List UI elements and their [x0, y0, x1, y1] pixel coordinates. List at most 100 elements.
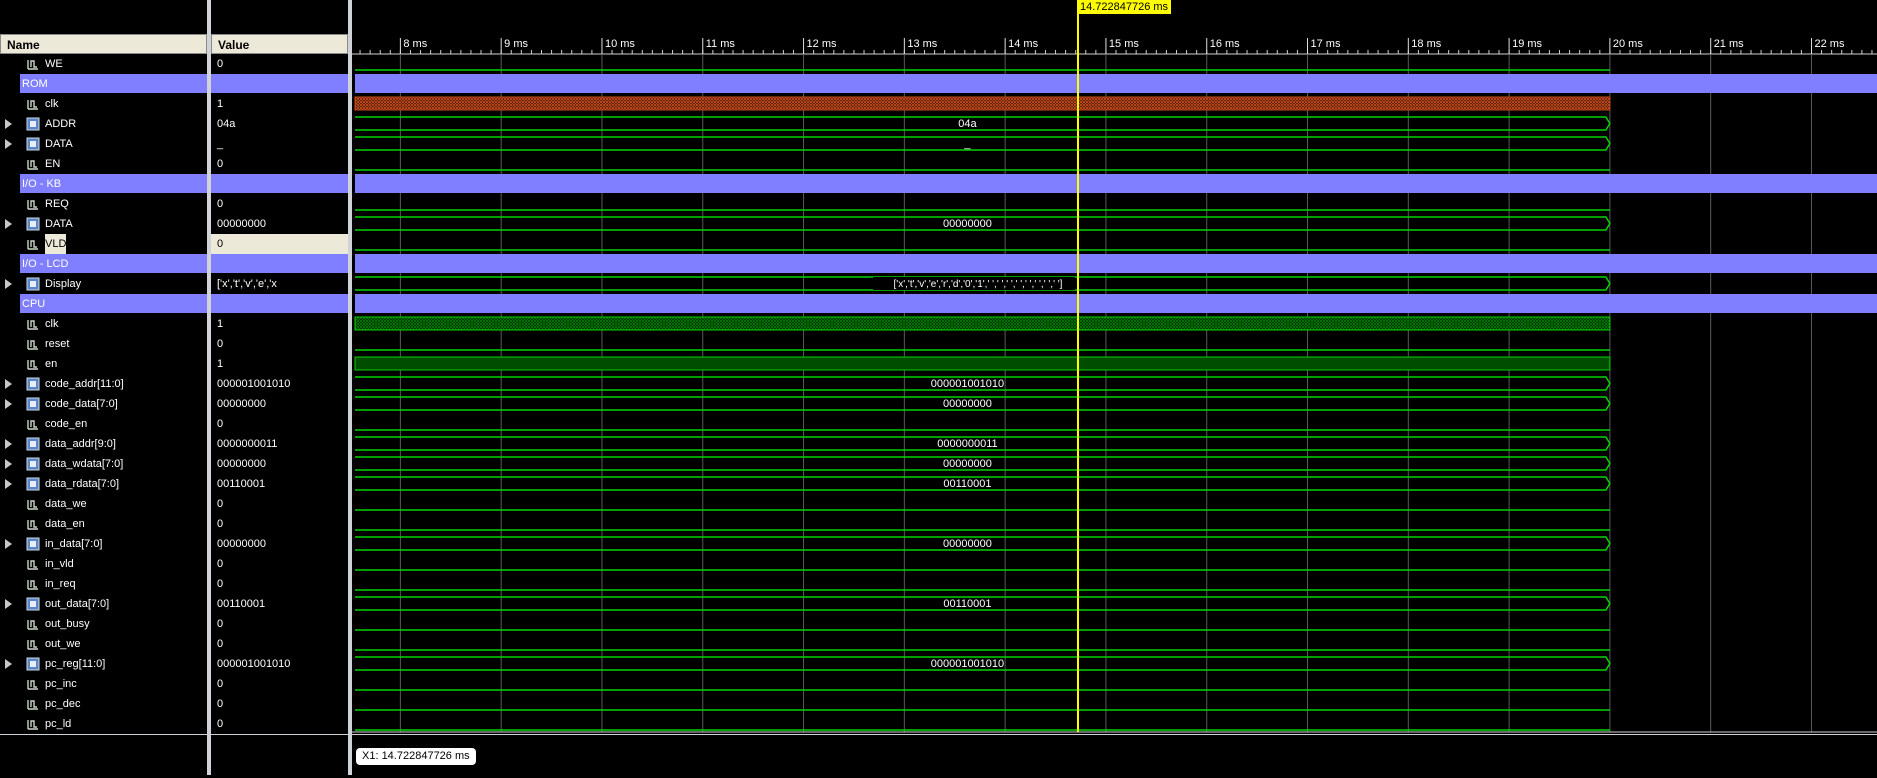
expand-arrow-icon[interactable]: [5, 379, 12, 389]
signal-row[interactable]: WE: [0, 54, 207, 74]
signal-row[interactable]: reset: [0, 334, 207, 354]
group-band: [211, 174, 348, 193]
signal-row[interactable]: in_req: [0, 574, 207, 594]
expand-arrow-icon[interactable]: [5, 119, 12, 129]
value-row[interactable]: 000001001010: [211, 374, 348, 394]
signal-row[interactable]: code_addr[11:0]: [0, 374, 207, 394]
signal-row[interactable]: in_data[7:0]: [0, 534, 207, 554]
value-row[interactable]: 0: [211, 494, 348, 514]
value-row[interactable]: 0: [211, 574, 348, 594]
value-row[interactable]: 1: [211, 94, 348, 114]
signal-value: 000001001010: [217, 658, 291, 670]
value-row[interactable]: 000001001010: [211, 654, 348, 674]
value-row[interactable]: 0: [211, 194, 348, 214]
expand-arrow-icon[interactable]: [5, 139, 12, 149]
signal-row[interactable]: out_data[7:0]: [0, 594, 207, 614]
signal-row[interactable]: data_en: [0, 514, 207, 534]
signal-row[interactable]: code_en: [0, 414, 207, 434]
value-row[interactable]: 0: [211, 514, 348, 534]
value-row[interactable]: [211, 294, 348, 314]
pane-splitter-right[interactable]: [348, 0, 352, 775]
expand-arrow-icon[interactable]: [5, 399, 12, 409]
name-column-header[interactable]: Name: [0, 34, 207, 54]
expand-arrow-icon[interactable]: [5, 479, 12, 489]
value-row[interactable]: ['x','t','v','e','x: [211, 274, 348, 294]
signal-row[interactable]: pc_reg[11:0]: [0, 654, 207, 674]
signal-group-row[interactable]: CPU: [0, 294, 207, 314]
signal-row[interactable]: code_data[7:0]: [0, 394, 207, 414]
value-row[interactable]: 0: [211, 614, 348, 634]
value-row[interactable]: 04a: [211, 114, 348, 134]
value-row[interactable]: 00000000: [211, 454, 348, 474]
expand-arrow-icon[interactable]: [5, 279, 12, 289]
value-row[interactable]: 00000000: [211, 534, 348, 554]
signal-row[interactable]: out_we: [0, 634, 207, 654]
cursor-time-flag[interactable]: 14.722847726 ms: [1076, 0, 1172, 14]
expand-arrow-icon[interactable]: [5, 219, 12, 229]
signal-name: pc_inc: [45, 678, 77, 690]
signal-group-row[interactable]: I/O - KB: [0, 174, 207, 194]
group-band-trace: [355, 174, 1877, 193]
expand-arrow-icon[interactable]: [5, 539, 12, 549]
value-row[interactable]: 0: [211, 694, 348, 714]
value-row[interactable]: [211, 74, 348, 94]
value-row[interactable]: 00000000: [211, 394, 348, 414]
value-row[interactable]: 0: [211, 554, 348, 574]
signal-row[interactable]: data_wdata[7:0]: [0, 454, 207, 474]
pane-splitter-left[interactable]: [207, 0, 211, 775]
signal-row[interactable]: DATA: [0, 134, 207, 154]
bus-value-label: 000001001010: [931, 658, 1004, 670]
value-row[interactable]: 0: [211, 154, 348, 174]
signal-row[interactable]: clk: [0, 314, 207, 334]
value-column-header[interactable]: Value: [211, 34, 348, 54]
value-row[interactable]: _: [211, 134, 348, 154]
expand-arrow-icon[interactable]: [5, 439, 12, 449]
value-row[interactable]: 00000000: [211, 214, 348, 234]
value-row[interactable]: 1: [211, 314, 348, 334]
signal-value: 0: [217, 518, 224, 530]
value-row[interactable]: 0: [211, 54, 348, 74]
signal-group-row[interactable]: ROM: [0, 74, 207, 94]
signal-row[interactable]: DATA: [0, 214, 207, 234]
signal-row[interactable]: out_busy: [0, 614, 207, 634]
value-row[interactable]: 0: [211, 234, 348, 254]
signal-row[interactable]: pc_inc: [0, 674, 207, 694]
bus-value-label: 00000000: [943, 218, 992, 230]
value-row[interactable]: [211, 254, 348, 274]
value-row[interactable]: [211, 174, 348, 194]
signal-name: out_data[7:0]: [45, 598, 110, 610]
signal-row[interactable]: Display: [0, 274, 207, 294]
value-row[interactable]: 0: [211, 674, 348, 694]
signal-row[interactable]: data_addr[9:0]: [0, 434, 207, 454]
signal-name: in_req: [45, 578, 76, 590]
signal-group-row[interactable]: I/O - LCD: [0, 254, 207, 274]
group-band: [20, 294, 207, 313]
value-row[interactable]: 0: [211, 634, 348, 654]
value-row[interactable]: 0: [211, 334, 348, 354]
value-row[interactable]: 0000000011: [211, 434, 348, 454]
signal-row[interactable]: pc_dec: [0, 694, 207, 714]
signal-row[interactable]: EN: [0, 154, 207, 174]
signal-row[interactable]: in_vld: [0, 554, 207, 574]
expand-arrow-icon[interactable]: [5, 599, 12, 609]
signal-row[interactable]: clk: [0, 94, 207, 114]
signal-row[interactable]: data_rdata[7:0]: [0, 474, 207, 494]
signal-row[interactable]: VLD: [0, 234, 207, 254]
value-row[interactable]: 00110001: [211, 474, 348, 494]
value-row[interactable]: 0: [211, 414, 348, 434]
expand-arrow-icon[interactable]: [5, 659, 12, 669]
bus-signal-icon: [26, 457, 40, 471]
signal-name: reset: [45, 338, 70, 350]
signal-row[interactable]: REQ: [0, 194, 207, 214]
signal-row[interactable]: data_we: [0, 494, 207, 514]
signal-row[interactable]: en: [0, 354, 207, 374]
value-row[interactable]: 00110001: [211, 594, 348, 614]
value-row[interactable]: 0: [211, 714, 348, 734]
signal-row[interactable]: ADDR: [0, 114, 207, 134]
value-row[interactable]: 1: [211, 354, 348, 374]
expand-arrow-icon[interactable]: [5, 459, 12, 469]
signal-row[interactable]: pc_ld: [0, 714, 207, 734]
